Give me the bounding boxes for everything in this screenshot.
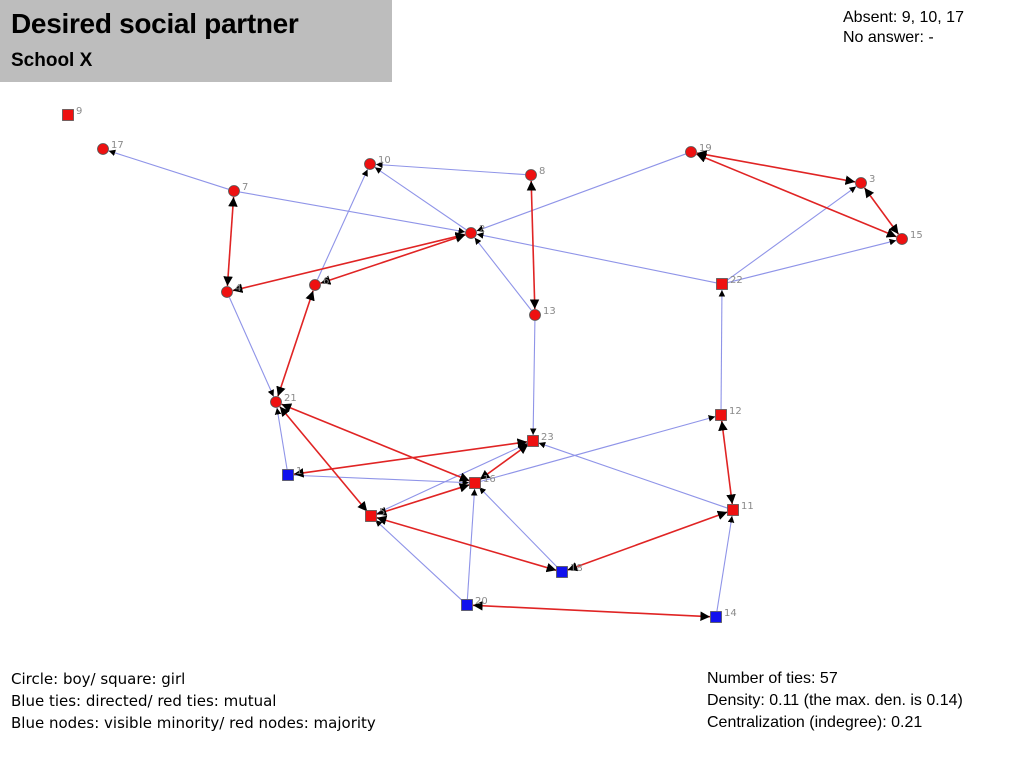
legend-shape: Circle: boy/ square: girl: [11, 670, 186, 688]
node-23: [527, 435, 539, 447]
node-2: [465, 227, 477, 239]
node-14: [710, 611, 722, 623]
mutual-tie-21-5: [279, 406, 368, 512]
directed-tie-1-21: [274, 407, 288, 470]
node-15: [896, 233, 908, 245]
mutual-tie-3-15: [863, 187, 900, 235]
node-label-19: 19: [699, 143, 712, 154]
node-17: [97, 143, 109, 155]
node-label-2: 2: [479, 224, 485, 235]
directed-tie-13-2: [474, 237, 532, 311]
absent-note: Absent: 9, 10, 17: [843, 9, 964, 26]
node-label-22: 22: [730, 275, 743, 286]
node-label-7: 7: [242, 182, 248, 193]
node-1: [282, 469, 294, 481]
node-22: [716, 278, 728, 290]
node-label-8: 8: [539, 166, 545, 177]
page-subtitle: School X: [11, 50, 93, 71]
directed-tie-12-22: [718, 289, 726, 410]
network-graph: 9 17 7 10 8 19 3 2 15 4 6 22 13 21 12 23 1 16 5 11 18 20 14: [62, 106, 923, 623]
directed-tie-14-11: [716, 515, 735, 612]
directed-tie-22-15: [727, 238, 897, 284]
mutual-tie-19-15: [696, 153, 897, 238]
nodes-layer: 9 17 7 10 8 19 3 2 15 4 6 22 13 21 12 23 1 16 5 11 18 20 14: [62, 106, 923, 623]
node-label-23: 23: [541, 432, 554, 443]
absence-notes: Absent: 9, 10, 17 No answer: -: [843, 8, 964, 48]
node-5: [365, 510, 377, 522]
legend-ties: Blue ties: directed/ red ties: mutual: [11, 692, 277, 710]
node-6: [309, 279, 321, 291]
legend: Circle: boy/ square: girl Blue ties: dir…: [11, 668, 376, 734]
page-title: Desired social partner: [11, 8, 299, 39]
directed-tie-13-23: [529, 320, 537, 436]
directed-tie-11-23: [538, 441, 728, 509]
node-11: [727, 504, 739, 516]
directed-tie-8-10: [375, 161, 526, 176]
directed-tie-7-17: [108, 149, 229, 190]
mutual-tie-4-2: [232, 232, 466, 293]
node-label-12: 12: [729, 406, 742, 417]
directed-tie-20-5: [375, 519, 463, 602]
node-19: [685, 146, 697, 158]
directed-tie-5-23: [376, 443, 528, 514]
node-13: [529, 309, 541, 321]
mutual-tie-5-16: [376, 483, 470, 516]
stat-ties: Number of ties: 57: [707, 670, 838, 687]
node-label-9: 9: [76, 106, 82, 117]
node-7: [228, 185, 240, 197]
node-18: [556, 566, 568, 578]
node-label-4: 4: [235, 283, 241, 294]
directed-tie-7-2: [239, 191, 466, 235]
mutual-tie-7-4: [223, 196, 238, 287]
node-label-13: 13: [543, 306, 556, 317]
directed-tie-6-10: [316, 169, 369, 280]
legend-colors: Blue nodes: visible minority/ red nodes:…: [11, 714, 376, 732]
network-stats: Number of ties: 57 Density: 0.11 (the ma…: [707, 668, 1007, 734]
node-label-6: 6: [323, 276, 329, 287]
node-label-15: 15: [910, 230, 923, 241]
node-20: [461, 599, 473, 611]
node-12: [715, 409, 727, 421]
node-label-11: 11: [741, 501, 754, 512]
mutual-tie-8-13: [526, 180, 540, 310]
node-21: [270, 396, 282, 408]
node-9: [62, 109, 74, 121]
node-16: [469, 477, 481, 489]
directed-tie-18-16: [478, 486, 559, 569]
mutual-tie-19-3: [696, 150, 856, 185]
mutual-tie-21-6: [276, 290, 315, 397]
mutual-tie-12-11: [718, 420, 736, 505]
mutual-tie-6-2: [320, 233, 466, 285]
node-10: [364, 158, 376, 170]
node-label-17: 17: [111, 140, 124, 151]
directed-tie-4-21: [228, 297, 275, 397]
mutual-tie-5-18: [376, 515, 557, 573]
title-box: Desired social partner School X: [0, 0, 392, 82]
node-3: [855, 177, 867, 189]
stat-centralization: Centralization (indegree): 0.21: [707, 714, 923, 731]
mutual-tie-1-23: [293, 438, 528, 478]
ties-layer: [108, 149, 900, 622]
directed-tie-2-10: [374, 166, 467, 231]
node-label-5: 5: [379, 507, 385, 518]
node-label-1: 1: [296, 466, 302, 477]
node-4: [221, 286, 233, 298]
directed-tie-1-16: [293, 474, 470, 486]
node-label-3: 3: [869, 174, 875, 185]
stat-density: Density: 0.11 (the max. den. is 0.14): [707, 692, 963, 709]
node-label-10: 10: [378, 155, 391, 166]
node-label-18: 18: [570, 563, 583, 574]
mutual-tie-16-23: [479, 443, 529, 481]
mutual-tie-20-14: [472, 600, 711, 622]
directed-tie-22-2: [476, 232, 717, 284]
node-label-21: 21: [284, 393, 297, 404]
mutual-tie-18-11: [567, 510, 728, 572]
node-label-20: 20: [475, 596, 488, 607]
node-label-16: 16: [483, 474, 496, 485]
no-answer-note: No answer: -: [843, 29, 934, 46]
node-label-14: 14: [724, 608, 737, 619]
directed-tie-19-2: [476, 153, 686, 232]
node-8: [525, 169, 537, 181]
